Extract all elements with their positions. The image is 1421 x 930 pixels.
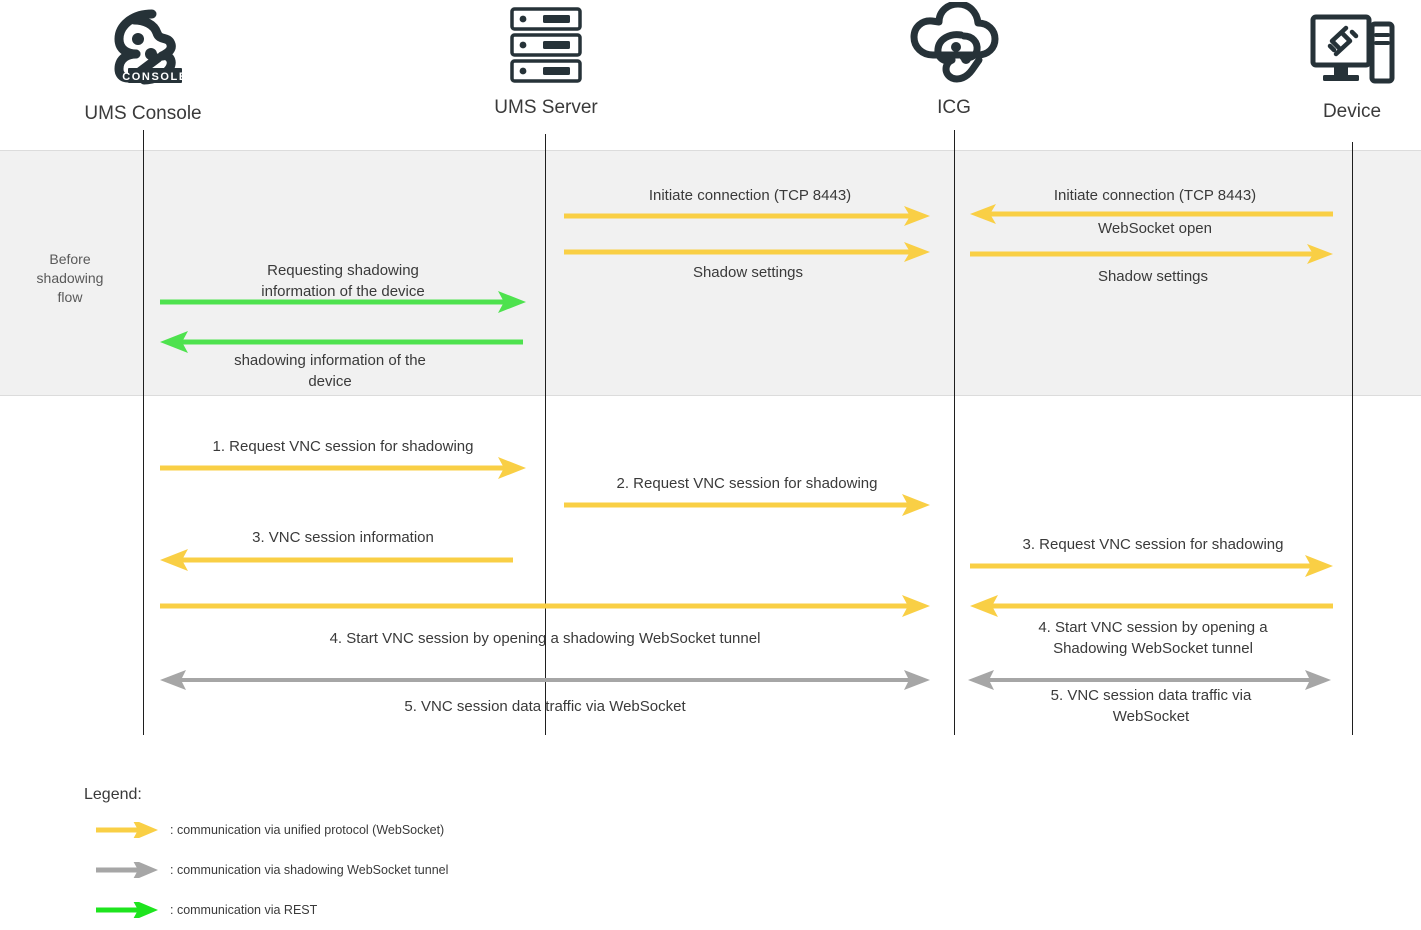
legend-item-shadowing-tunnel: : communication via shadowing WebSocket …: [96, 859, 449, 881]
legend-arrow-unified-protocol-icon: [96, 819, 158, 841]
lifeline-device: [1352, 142, 1353, 735]
message-arrow-step3-vnc-session-information: [160, 549, 513, 571]
message-arrow-websocket-open: [970, 244, 1333, 264]
message-label-step5-vnc-data-traffic-console-icg: 5. VNC session data traffic via WebSocke…: [404, 698, 686, 715]
message-arrow-step3-request-vnc-session-icg-device: [970, 555, 1333, 577]
legend-item-rest: : communication via REST: [96, 899, 318, 921]
message-label-step3-request-vnc-session-icg-device: 3. Request VNC session for shadowing: [1022, 536, 1284, 553]
message-label-initiate-connection-server-icg: Initiate connection (TCP 8443): [648, 187, 852, 204]
message-label-step2-request-vnc-session: 2. Request VNC session for shadowing: [616, 475, 878, 492]
message-arrow-step2-request-vnc-session: [564, 494, 930, 516]
message-arrow-shadowing-information-of-the-device: [160, 331, 523, 353]
actor-label-ums-server: UMS Server: [494, 97, 598, 118]
message-arrow-initiate-connection-device-icg: [970, 204, 1333, 224]
actor-icg: ICG: [874, 0, 1034, 119]
message-label-initiate-connection-device-icg: Initiate connection (TCP 8443): [1053, 187, 1257, 204]
legend-item-unified-protocol: : communication via unified protocol (We…: [96, 819, 445, 841]
message-arrow-shadow-settings-server-icg: [564, 242, 930, 262]
lifeline-icg: [954, 130, 955, 735]
message-label-requesting-shadowing-information: Requesting shadowing information of the …: [261, 262, 425, 300]
desktop-device-icon: [1272, 12, 1421, 95]
band-label-before-shadowing-flow: Before shadowing flow: [36, 251, 104, 305]
actor-ums-server: UMS Server: [466, 6, 626, 119]
message-label-step3-vnc-session-information: 3. VNC session information: [252, 529, 434, 546]
message-arrow-step5-vnc-data-traffic-icg-device: [968, 670, 1331, 690]
ums-console-logo-icon: CONSOLE: [63, 6, 223, 97]
legend-title: Legend:: [84, 786, 142, 803]
message-label-shadow-settings-icg-device: Shadow settings: [1097, 268, 1209, 285]
lifeline-ums-console: [143, 130, 144, 735]
message-label-shadow-settings-server-icg: Shadow settings: [692, 264, 804, 281]
message-label-step1-request-vnc-session: 1. Request VNC session for shadowing: [212, 438, 474, 455]
legend-arrow-rest-icon: [96, 899, 158, 921]
legend-arrow-shadowing-tunnel-icon: [96, 859, 158, 881]
message-label-step4-start-vnc-session-device-icg: 4. Start VNC session by opening a Shadow…: [1038, 619, 1268, 657]
message-arrow-initiate-connection-server-icg: [564, 206, 930, 226]
actor-label-icg: ICG: [937, 97, 971, 118]
lifeline-ums-server: [545, 134, 546, 735]
server-rack-icon: [466, 6, 626, 91]
message-arrow-requesting-shadowing-information: [160, 291, 526, 313]
message-arrow-step4-start-vnc-session-device-icg: [970, 595, 1333, 617]
legend-text-shadowing-tunnel: : communication via shadowing WebSocket …: [170, 863, 449, 877]
actor-label-device: Device: [1322, 101, 1382, 122]
message-label-step5-vnc-data-traffic-icg-device: 5. VNC session data traffic via WebSocke…: [1050, 687, 1252, 725]
cloud-gateway-icon: [874, 0, 1034, 91]
band-before-shadowing-flow: [0, 150, 1421, 396]
message-label-step4-start-vnc-session-console-icg: 4. Start VNC session by opening a shadow…: [329, 630, 761, 647]
message-arrow-step5-vnc-data-traffic-console-icg: [160, 670, 930, 690]
actor-device: Device: [1272, 12, 1421, 123]
message-label-websocket-open: WebSocket open: [1098, 220, 1212, 237]
message-arrow-step4-start-vnc-session-console-icg: [160, 595, 930, 617]
legend-text-unified-protocol: : communication via unified protocol (We…: [170, 823, 445, 837]
message-arrow-step1-request-vnc-session: [160, 457, 526, 479]
actor-label-ums-console: UMS Console: [84, 103, 202, 124]
actor-ums-console: CONSOLE UMS Console: [63, 6, 223, 125]
svg-text:CONSOLE: CONSOLE: [122, 71, 188, 83]
message-label-shadowing-information-of-the-device: shadowing information of the device: [234, 352, 426, 390]
legend-text-rest: : communication via REST: [170, 903, 318, 917]
